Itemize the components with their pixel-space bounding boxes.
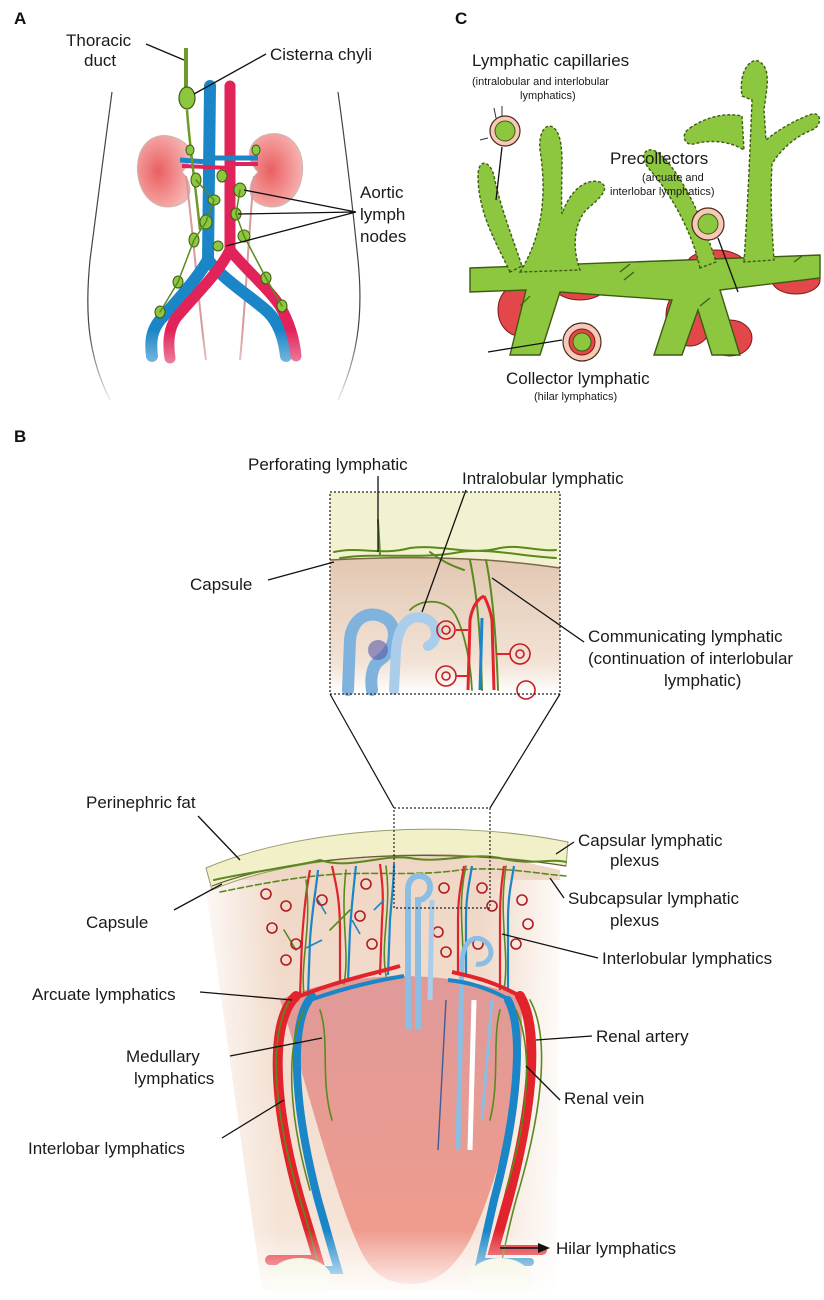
- lobe-bottom-fade: [240, 1230, 570, 1300]
- inset-magnified: [330, 492, 560, 699]
- label-perforating: Perforating lymphatic: [248, 455, 408, 474]
- label-communicating-3: lymphatic): [664, 671, 741, 690]
- label-renal-artery: Renal artery: [596, 1027, 689, 1046]
- cisterna-chyli: [179, 87, 195, 109]
- label-thoracic-duct-1: Thoracic: [66, 31, 132, 50]
- label-medullary-2: lymphatics: [134, 1069, 214, 1088]
- panel-a-letter: A: [14, 9, 26, 28]
- label-communicating-1: Communicating lymphatic: [588, 627, 783, 646]
- label-interlobular: Interlobular lymphatics: [602, 949, 772, 968]
- panel-c-letter: C: [455, 9, 467, 28]
- panel-c: C: [455, 9, 820, 403]
- label-intralobular: Intralobular lymphatic: [462, 469, 624, 488]
- capillary-cross-section: [480, 106, 520, 146]
- left-renal-artery: [182, 166, 230, 168]
- label-interlobar: Interlobar lymphatics: [28, 1139, 185, 1158]
- leader-capillary: [496, 147, 502, 200]
- leader-capsule-top: [268, 562, 334, 580]
- panel-b-letter: B: [14, 427, 26, 446]
- panel-a-fade: [80, 330, 380, 410]
- inset-vein: [480, 618, 482, 690]
- label-aortic-1: Aortic: [360, 183, 404, 202]
- label-precollectors: Precollectors: [610, 149, 708, 168]
- collector-cross-section: [563, 323, 601, 361]
- capillary-branch-left: [520, 126, 605, 272]
- label-thoracic-duct-2: duct: [84, 51, 116, 70]
- label-subcapsular-plexus-1: Subcapsular lymphatic: [568, 889, 740, 908]
- panel-b: B: [14, 427, 793, 1300]
- leader-thoracic-duct: [146, 44, 184, 60]
- left-renal-vein: [180, 160, 208, 162]
- zoom-lines: [330, 694, 560, 808]
- label-collector: Collector lymphatic: [506, 369, 650, 388]
- label-subcapsular-plexus-2: plexus: [610, 911, 659, 930]
- label-capsule: Capsule: [86, 913, 148, 932]
- label-capsule-top: Capsule: [190, 575, 252, 594]
- label-capsular-plexus-1: Capsular lymphatic: [578, 831, 723, 850]
- panel-a: A: [14, 9, 406, 410]
- label-capsular-plexus-2: plexus: [610, 851, 659, 870]
- capillary-branch-left-2: [478, 163, 522, 272]
- label-medullary-1: Medullary: [126, 1047, 200, 1066]
- label-communicating-2: (continuation of interlobular: [588, 649, 793, 668]
- capillary-branch-top: [684, 115, 744, 150]
- label-renal-vein: Renal vein: [564, 1089, 644, 1108]
- label-capillaries-sub-1: (intralobular and interlobular: [472, 76, 609, 88]
- label-capillaries: Lymphatic capillaries: [472, 51, 629, 70]
- label-aortic-3: nodes: [360, 227, 406, 246]
- leader-perinephric-fat: [198, 816, 240, 860]
- lumbar-trunk: [187, 110, 200, 230]
- label-aortic-2: lymph: [360, 205, 405, 224]
- label-capillaries-sub-2: lymphatics): [520, 90, 576, 102]
- label-perinephric-fat: Perinephric fat: [86, 793, 196, 812]
- precollector-cross-section: [692, 208, 724, 240]
- label-hilar: Hilar lymphatics: [556, 1239, 676, 1258]
- label-collector-sub: (hilar lymphatics): [534, 391, 617, 403]
- label-arcuate: Arcuate lymphatics: [32, 985, 176, 1004]
- capillary-branch-right: [741, 61, 819, 262]
- nephron-tubule-2: [430, 900, 432, 1000]
- label-precollectors-sub-2: interlobar lymphatics): [610, 186, 715, 198]
- label-precollectors-sub-1: (arcuate and: [642, 172, 704, 184]
- label-cisterna-chyli: Cisterna chyli: [270, 45, 372, 64]
- inset-glomerulus-capsule: [368, 640, 388, 660]
- kidney-lobe: [190, 808, 570, 1300]
- left-kidney: [137, 136, 190, 207]
